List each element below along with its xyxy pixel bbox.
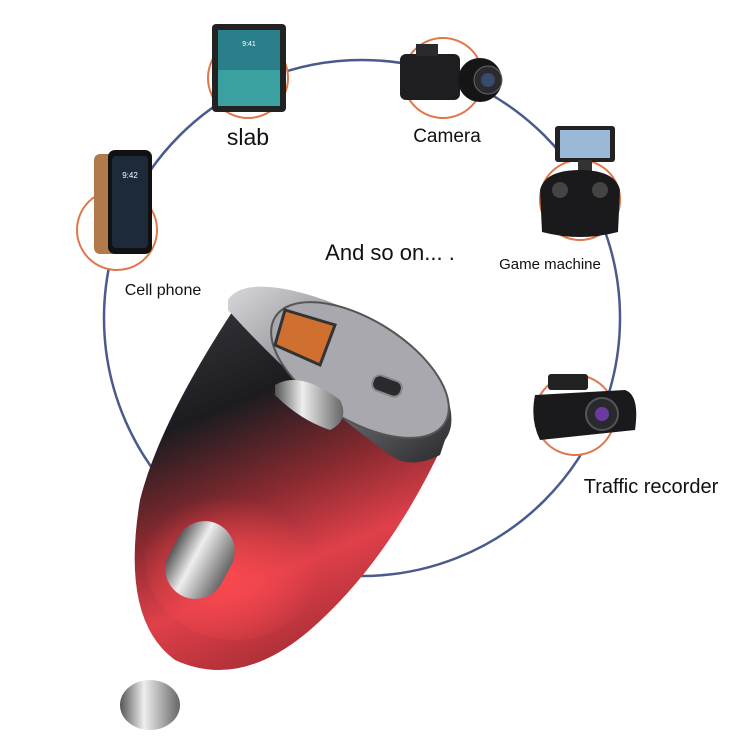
- cell-phone-icon: 9:42: [76, 150, 158, 271]
- dash-cam-icon: [533, 374, 637, 456]
- svg-text:9:42: 9:42: [122, 171, 138, 180]
- label-game-machine: Game machine: [499, 256, 601, 273]
- label-traffic-recorder: Traffic recorder: [583, 476, 719, 498]
- tablet-icon: 9:41: [207, 24, 289, 119]
- label-camera: Camera: [413, 126, 481, 147]
- label-tablet: slab: [226, 124, 270, 150]
- label-and-so-on: And so on... .: [325, 240, 455, 265]
- game-controller-icon: [539, 126, 621, 241]
- car-charger: [120, 286, 452, 730]
- label-cell-phone: Cell phone: [124, 282, 202, 299]
- svg-text:9:41: 9:41: [242, 41, 256, 48]
- camera-icon: [400, 37, 503, 119]
